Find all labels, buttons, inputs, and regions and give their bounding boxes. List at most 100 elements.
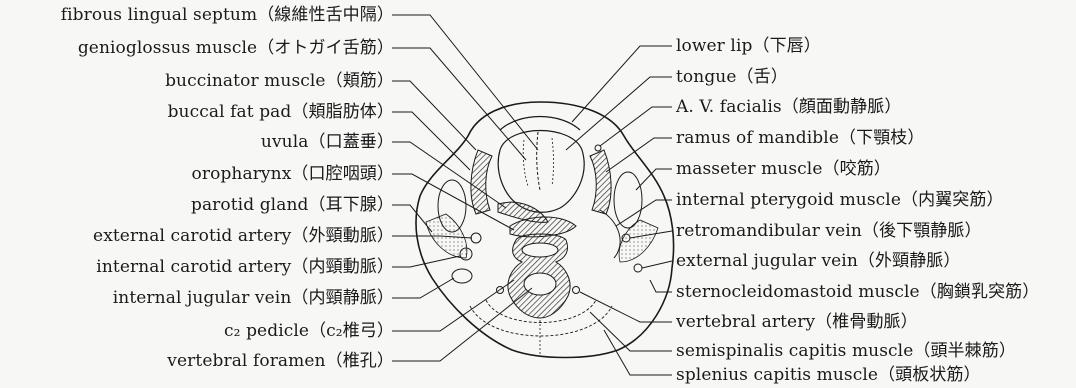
label-ja: （頭半棘筋） xyxy=(913,341,1016,361)
label-ja: （下唇） xyxy=(752,36,821,56)
mandible-right xyxy=(589,149,612,215)
label-ja: （内頸動脈） xyxy=(291,257,394,277)
tongue-outline xyxy=(497,130,585,213)
label-semispinalis-capitis-muscle: semispinalis capitis muscle（頭半棘筋） xyxy=(676,340,1016,362)
leader-buccal-fat-pad xyxy=(392,111,471,171)
label-en: c₂ pedicle xyxy=(224,321,310,341)
septum-line xyxy=(536,131,541,191)
label-en: uvula xyxy=(260,132,309,152)
label-buccal-fat-pad: buccal fat pad（頬脂肪体） xyxy=(168,101,394,123)
label-ja: （咬筋） xyxy=(822,159,891,179)
leader-vertebral-foramen xyxy=(392,287,533,362)
label-ja: （頭板状筋） xyxy=(878,365,981,385)
label-ja: （外頸動脈） xyxy=(291,226,394,246)
label-external-carotid-artery: external carotid artery（外頸動脈） xyxy=(93,225,394,247)
leader-internal-carotid xyxy=(392,255,461,268)
leader-lines-right xyxy=(565,45,673,376)
label-ja: （顔面動静脈） xyxy=(781,97,902,117)
label-sternocleidomastoid-muscle: sternocleidomastoid muscle（胸鎖乳突筋） xyxy=(676,281,1039,303)
genioglossus-line-r xyxy=(551,137,554,187)
label-genioglossus-muscle: genioglossus muscle（オトガイ舌筋） xyxy=(78,37,394,59)
dens xyxy=(521,242,559,258)
label-en: buccinator muscle xyxy=(165,71,326,91)
leader-splenius xyxy=(603,329,672,376)
lower-lip-outline xyxy=(499,115,581,131)
label-ja: （椎孔） xyxy=(325,351,394,371)
label-splenius-capitis-muscle: splenius capitis muscle（頭板状筋） xyxy=(676,364,981,386)
label-lower-lip: lower lip（下唇） xyxy=(676,35,821,57)
label-en: genioglossus muscle xyxy=(77,38,258,58)
leader-ramus xyxy=(605,137,672,173)
mandible-left xyxy=(470,149,493,215)
label-en: fibrous lingual septum xyxy=(60,5,258,25)
label-internal-carotid-artery: internal carotid artery（内頸動脈） xyxy=(96,256,394,278)
label-masseter-muscle: masseter muscle（咬筋） xyxy=(676,158,891,180)
leader-oropharynx xyxy=(392,173,515,231)
neck-outline xyxy=(415,101,675,359)
label-tongue: tongue（舌） xyxy=(676,66,788,88)
leader-buccinator xyxy=(392,80,477,151)
label-retromandibular-vein: retromandibular vein（後下顎静脈） xyxy=(676,220,982,242)
label-en: internal carotid artery xyxy=(96,257,292,277)
leader-lines-left xyxy=(392,14,539,362)
label-ja: （下顎枝） xyxy=(839,128,925,148)
vertebral-artery xyxy=(572,286,580,294)
leader-genioglossus xyxy=(392,47,527,161)
label-ja: （内頸静脈） xyxy=(291,288,394,308)
label-ja: （後下顎静脈） xyxy=(861,221,982,241)
label-en: ramus of mandible xyxy=(676,128,839,148)
label-av-facialis: A. V. facialis（顔面動静脈） xyxy=(676,96,901,118)
semispinalis-outline xyxy=(485,299,597,323)
label-en: A. V. facialis xyxy=(676,97,782,117)
label-ja: （舌） xyxy=(736,67,788,87)
vertebral-artery-l xyxy=(496,286,504,294)
label-external-jugular-vein: external jugular vein（外頸静脈） xyxy=(676,250,961,272)
leader-external-carotid xyxy=(392,235,473,239)
label-parotid-gland: parotid gland（耳下腺） xyxy=(191,194,394,216)
internal-jugular-vein xyxy=(451,268,473,284)
label-ja: （耳下腺） xyxy=(308,195,394,215)
label-c2-pedicle: c₂ pedicle（c₂椎弓） xyxy=(224,320,394,342)
label-fibrous-lingual-septum: fibrous lingual septum（線維性舌中隔） xyxy=(61,4,394,26)
label-ja: （胸鎖乳突筋） xyxy=(919,282,1040,302)
leader-pterygoid xyxy=(615,199,672,227)
label-en: external jugular vein xyxy=(676,251,858,271)
genioglossus-line xyxy=(522,139,529,187)
label-en: internal jugular vein xyxy=(112,288,292,308)
label-en: retromandibular vein xyxy=(676,221,862,241)
label-en: semispinalis capitis muscle xyxy=(676,341,914,361)
label-oropharynx: oropharynx（口腔咽頭） xyxy=(192,163,394,185)
label-en: parotid gland xyxy=(190,195,309,215)
label-uvula: uvula（口蓋垂） xyxy=(261,131,394,153)
label-en: masseter muscle xyxy=(676,159,823,179)
label-ja: （外頸静脈） xyxy=(857,251,961,271)
pterygoid-right xyxy=(599,209,621,259)
label-en: vertebral artery xyxy=(676,312,816,332)
leader-masseter xyxy=(635,168,672,191)
facial-vessels xyxy=(594,144,602,152)
leader-semispinalis xyxy=(589,311,672,352)
label-ja: （頬筋） xyxy=(325,71,394,91)
label-vertebral-foramen: vertebral foramen（椎孔） xyxy=(167,350,394,372)
leader-sternocleidomastoid xyxy=(649,279,672,293)
leader-c2-pedicle xyxy=(392,279,515,332)
label-ja: （口腔咽頭） xyxy=(291,164,394,184)
masseter-right xyxy=(613,171,643,229)
leader-internal-jugular xyxy=(392,277,455,299)
leader-av-facialis xyxy=(599,106,672,147)
external-carotid-artery xyxy=(470,232,482,244)
label-ja: （c₂椎弓） xyxy=(309,321,394,341)
label-en: tongue xyxy=(676,67,737,87)
leader-uvula xyxy=(392,141,507,209)
leader-fibrous-lingual-septum xyxy=(392,14,539,151)
vertebral-foramen xyxy=(523,272,557,296)
label-ja: （線維性舌中隔） xyxy=(257,5,394,25)
label-en: splenius capitis muscle xyxy=(676,365,879,385)
label-en: oropharynx xyxy=(191,164,292,184)
label-ja: （頬脂肪体） xyxy=(291,102,394,122)
label-en: external carotid artery xyxy=(93,226,292,246)
leader-retromandibular xyxy=(629,230,673,239)
leader-external-jugular xyxy=(641,260,673,269)
